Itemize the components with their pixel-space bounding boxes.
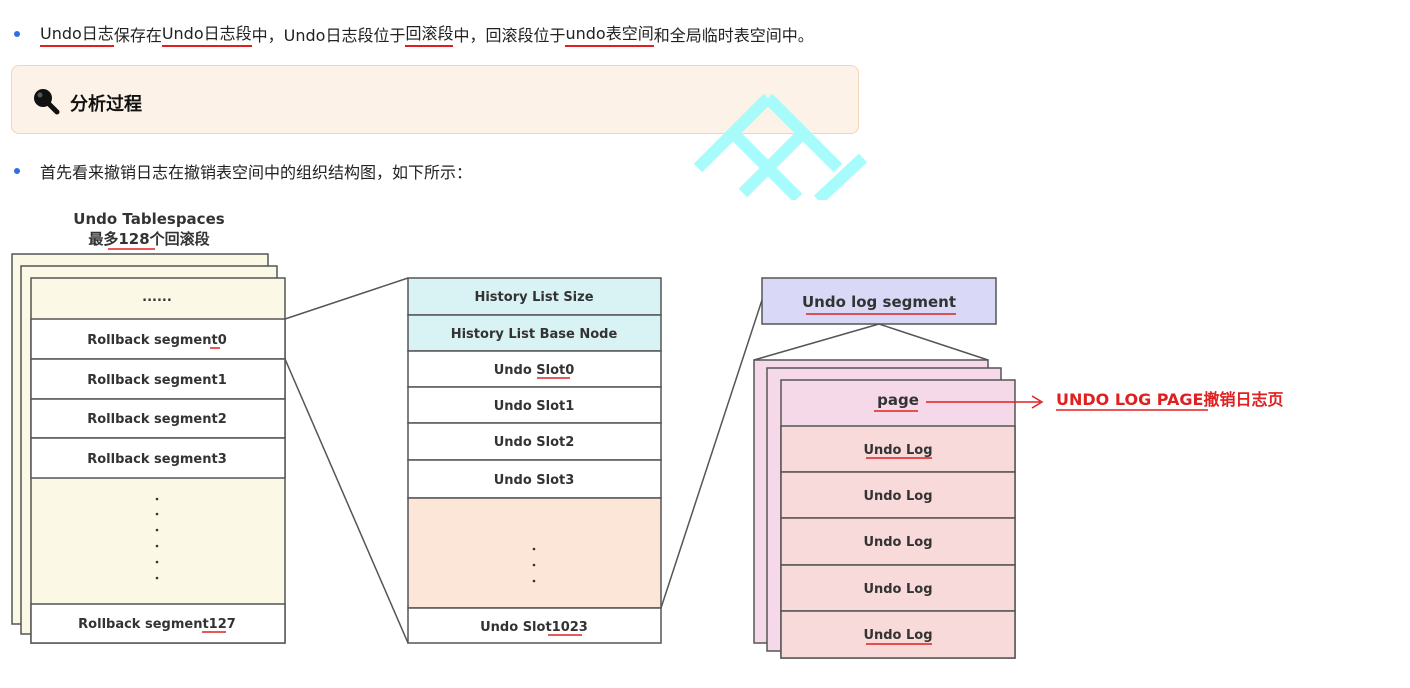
- log-page-back-2: [753, 359, 989, 644]
- rollback-segment-127-box: [30, 603, 286, 644]
- tablespace-row-ellipsis: ......: [142, 290, 172, 305]
- text-middle-2: 中，回滚段位于: [453, 25, 566, 45]
- text-undo-tablespace: undo表空间: [565, 20, 654, 47]
- undo-log-3-box: [780, 564, 1016, 612]
- text-saved-in: 保存在: [113, 25, 162, 45]
- page-annotation-label: UNDO LOG PAGE撤销日志页: [1056, 390, 1283, 409]
- tablespace-vertical-dots: [155, 497, 159, 580]
- rollback-segment-2-label: Rollback segment2: [87, 412, 227, 427]
- undo-slot-2-box: [407, 422, 662, 461]
- segment-fan-right: [878, 323, 989, 361]
- arrow-head-icon: [1031, 395, 1044, 409]
- text-undo-log: Undo日志: [40, 20, 114, 47]
- log-page-back-1: [766, 367, 1002, 652]
- undo-log-3-label: Undo Log: [863, 582, 932, 597]
- undo-slot-1023-label: Undo Slot1023: [480, 620, 588, 635]
- text-undo-log-segment: Undo日志段: [161, 20, 252, 47]
- connector-bottom-1: [284, 358, 409, 644]
- text-end: 和全局临时表空间中。: [653, 25, 814, 45]
- undo-log-segment-box: [761, 277, 997, 325]
- undo-log-0-label: Undo Log: [863, 443, 932, 458]
- rollback-segment-1-label: Rollback segment1: [87, 373, 227, 388]
- undo-slot-1023-box: [407, 607, 662, 644]
- history-list-base-node-box: [407, 314, 662, 352]
- undo-slot-gap-box: [407, 497, 662, 609]
- analysis-callout: 分析过程: [11, 65, 859, 134]
- undo-log-0-box: [780, 425, 1016, 473]
- rollback-segment-1-box: [30, 358, 286, 400]
- undo-slot-1-label: Undo Slot1: [494, 399, 575, 414]
- tablespace-page-front: [30, 277, 286, 644]
- undo-slot-2-label: Undo Slot2: [494, 435, 575, 450]
- undo-log-segment-label: Undo log segment: [802, 293, 956, 311]
- undo-slot-0-box: [407, 350, 662, 388]
- watermark-graphic: [688, 88, 868, 205]
- undo-slot-3-box: [407, 459, 662, 499]
- log-page-front: [780, 379, 1016, 659]
- segment-fan-left: [753, 323, 880, 361]
- undo-log-2-label: Undo Log: [863, 535, 932, 550]
- tablespace-page-back-2: [11, 253, 269, 625]
- page-label: page: [877, 391, 919, 409]
- search-icon: [32, 87, 60, 119]
- undo-log-4-box: [780, 610, 1016, 659]
- connector-top-1: [284, 277, 409, 320]
- tablespaces-subtitle: 最多128个回滚段: [88, 230, 209, 248]
- undo-log-1-label: Undo Log: [863, 489, 932, 504]
- bullet-intro: 首先看来撤销日志在撤销表空间中的组织结构图，如下所示：: [14, 159, 472, 183]
- history-list-size-label: History List Size: [474, 290, 593, 305]
- intro-text: 首先看来撤销日志在撤销表空间中的组织结构图，如下所示：: [40, 163, 473, 182]
- rollback-segment-127-label: Rollback segment127: [78, 617, 236, 632]
- tablespaces-title: Undo Tablespaces: [73, 210, 224, 228]
- undo-log-4-label: Undo Log: [863, 628, 932, 643]
- tablespace-page-back-1: [20, 265, 278, 635]
- rollback-segment-3-box: [30, 437, 286, 479]
- text-rollback-segment: 回滚段: [405, 20, 454, 47]
- rollback-segment-0-box: [30, 318, 286, 360]
- connector-slot-to-segment: [660, 299, 763, 609]
- undo-log-2-box: [780, 517, 1016, 566]
- history-list-size-box: [407, 277, 662, 316]
- rollback-segment-2-box: [30, 398, 286, 439]
- undo-slot-1-box: [407, 386, 662, 424]
- undo-slot-0-label: Undo Slot0: [494, 363, 575, 378]
- text-middle-1: 中，Undo日志段位于: [251, 25, 406, 45]
- analysis-title: 分析过程: [70, 94, 142, 115]
- undo-slot-vertical-dots: [532, 547, 536, 583]
- undo-log-1-box: [780, 471, 1016, 519]
- undo-slot-3-label: Undo Slot3: [494, 473, 575, 488]
- bullet-dot: [14, 30, 20, 37]
- history-list-base-node-label: History List Base Node: [451, 327, 618, 342]
- bullet-dot: [14, 168, 20, 174]
- rollback-segment-0-label: Rollback segment0: [87, 333, 227, 348]
- rollback-segment-3-label: Rollback segment3: [87, 452, 227, 467]
